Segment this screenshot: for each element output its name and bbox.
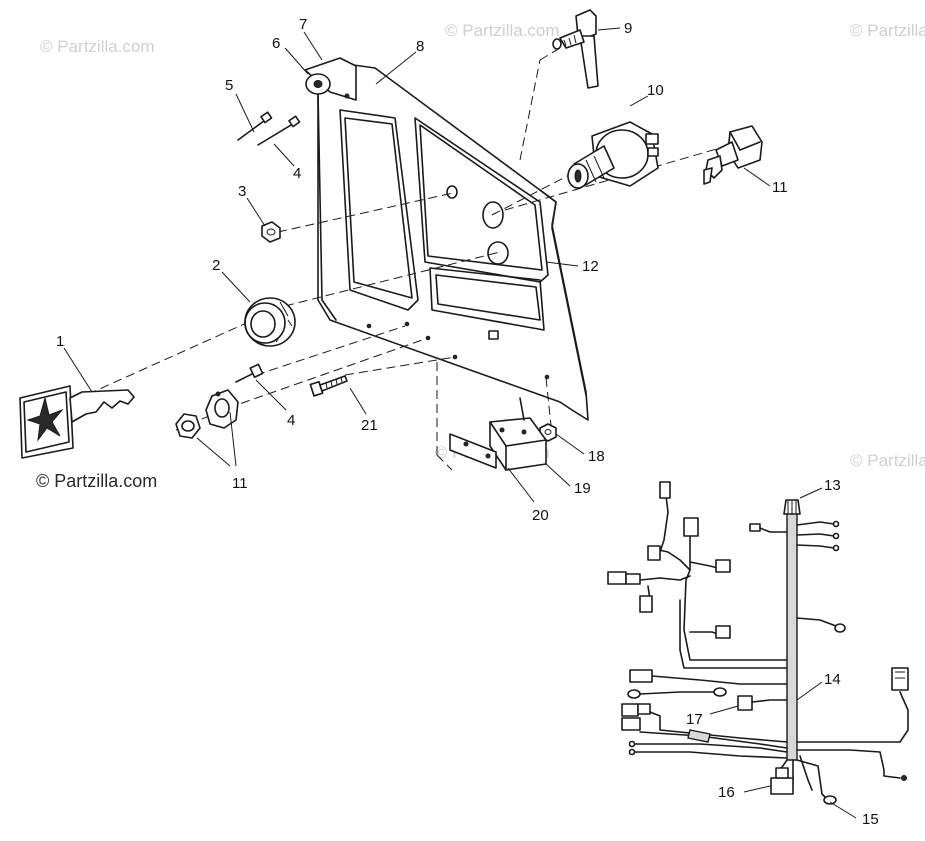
pins-upper bbox=[237, 111, 301, 146]
bracket-19-20 bbox=[449, 397, 547, 471]
callout-17: 17 bbox=[686, 711, 703, 728]
callout-16: 16 bbox=[718, 784, 735, 801]
callout-7: 7 bbox=[299, 16, 307, 33]
leaders bbox=[63, 27, 857, 819]
dash-panel bbox=[317, 61, 589, 421]
callout-14: 14 bbox=[824, 671, 841, 688]
choke-switch-9 bbox=[552, 9, 599, 89]
callout-10: 10 bbox=[647, 82, 664, 99]
watermark: © Partzilla.com bbox=[850, 451, 925, 470]
top-bracket bbox=[304, 57, 357, 101]
callout-15: 15 bbox=[862, 811, 879, 828]
callout-1: 1 bbox=[56, 333, 64, 350]
callout-4-lower: 4 bbox=[287, 412, 295, 429]
callout-9: 9 bbox=[624, 20, 632, 37]
hex-nut-3 bbox=[261, 221, 281, 243]
callout-19: 19 bbox=[574, 480, 591, 497]
callout-5: 5 bbox=[225, 77, 233, 94]
callout-8: 8 bbox=[416, 38, 424, 55]
callout-4-upper: 4 bbox=[293, 165, 301, 182]
callout-6: 6 bbox=[272, 35, 280, 52]
callout-3: 3 bbox=[238, 183, 246, 200]
wiring-harness bbox=[607, 481, 909, 805]
pin-lower bbox=[235, 363, 264, 383]
ignition-switch-10 bbox=[567, 121, 659, 189]
nut-ring bbox=[244, 297, 296, 347]
watermark: © Partzilla.com bbox=[40, 37, 155, 56]
callout-12: 12 bbox=[582, 258, 599, 275]
callouts: 1 2 3 4 4 5 6 7 8 9 10 11 11 12 13 14 15… bbox=[56, 16, 879, 828]
callout-11-left: 11 bbox=[232, 475, 248, 492]
callout-2: 2 bbox=[212, 257, 220, 274]
toggle-switch-11 bbox=[703, 125, 763, 185]
watermark: © Partzilla.com bbox=[850, 21, 925, 40]
ignition-key bbox=[19, 385, 135, 459]
callout-11-right: 11 bbox=[772, 179, 788, 196]
callout-13: 13 bbox=[824, 477, 841, 494]
callout-21: 21 bbox=[361, 417, 378, 434]
nut-washer-11 bbox=[175, 389, 239, 439]
screw-21 bbox=[309, 375, 348, 397]
callout-20: 20 bbox=[532, 507, 549, 524]
watermark: © Partzilla.com bbox=[445, 21, 560, 40]
callout-18: 18 bbox=[588, 448, 605, 465]
watermark-main: © Partzilla.com bbox=[36, 471, 157, 491]
